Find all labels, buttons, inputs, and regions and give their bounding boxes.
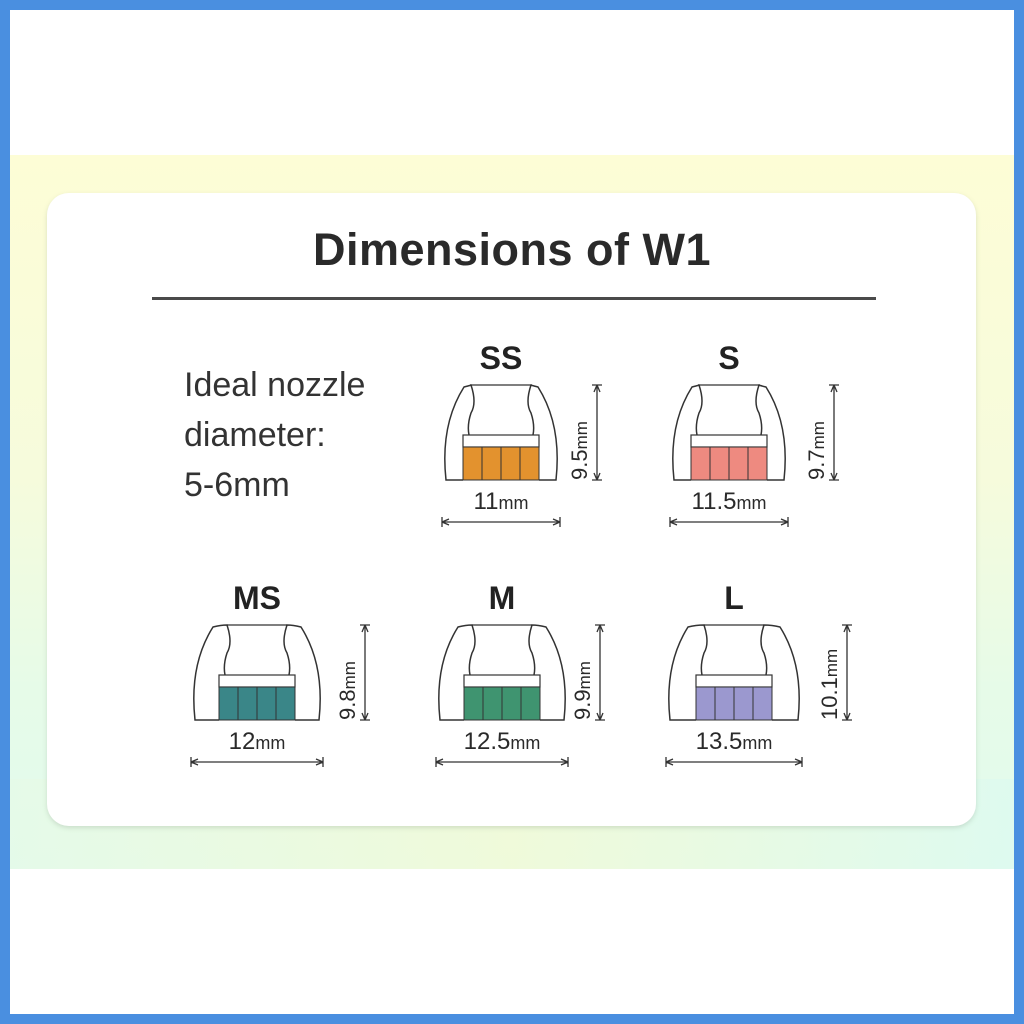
size-label: M [488, 580, 516, 616]
height-value: 9.5 [567, 449, 592, 480]
height-unit: mm [575, 661, 594, 690]
width-label: 12.5mm [432, 728, 572, 756]
eartip-diagram-icon [665, 624, 852, 767]
eartip-diagram-icon [435, 624, 605, 767]
height-value: 10.1 [817, 677, 842, 720]
height-unit: mm [822, 648, 841, 678]
size-label: SS [479, 340, 523, 376]
title-divider [152, 297, 876, 300]
size-label: MS [233, 580, 281, 616]
eartip-diagram-icon [441, 384, 602, 527]
width-value: 12 [228, 728, 256, 755]
width-label: 11mm [431, 488, 571, 516]
width-unit: mm [498, 493, 529, 513]
width-value: 12.5 [463, 728, 511, 755]
nozzle-line-3: 5-6mm [184, 466, 290, 504]
eartip-diagram-icon [190, 624, 370, 767]
height-value: 9.7 [804, 449, 829, 480]
height-value: 9.8 [335, 689, 360, 720]
height-label: 9.8mm [335, 661, 361, 720]
height-label: 9.5mm [567, 421, 593, 480]
width-unit: mm [736, 493, 767, 513]
size-label: L [724, 580, 744, 616]
height-unit: mm [340, 661, 359, 690]
size-label: S [718, 340, 740, 376]
height-label: 9.7mm [804, 421, 830, 480]
height-unit: mm [572, 421, 591, 450]
eartip-diagram-icon [669, 384, 839, 527]
height-value: 9.9 [570, 689, 595, 720]
width-label: 11.5mm [659, 488, 799, 516]
nozzle-diameter-note: Ideal nozzle diameter: 5-6mm [184, 360, 365, 510]
width-value: 13.5 [695, 728, 743, 755]
width-unit: mm [255, 733, 286, 753]
height-label: 10.1mm [817, 649, 843, 720]
width-unit: mm [742, 733, 773, 753]
width-value: 11 [473, 488, 499, 515]
height-unit: mm [809, 421, 828, 450]
width-label: 12mm [187, 728, 327, 756]
width-unit: mm [510, 733, 541, 753]
width-value: 11.5 [691, 488, 737, 515]
page-title: Dimensions of W1 [312, 224, 712, 275]
nozzle-line-2: diameter: [184, 416, 326, 454]
width-label: 13.5mm [664, 728, 804, 756]
height-label: 9.9mm [570, 661, 596, 720]
nozzle-line-1: Ideal nozzle [184, 366, 366, 404]
